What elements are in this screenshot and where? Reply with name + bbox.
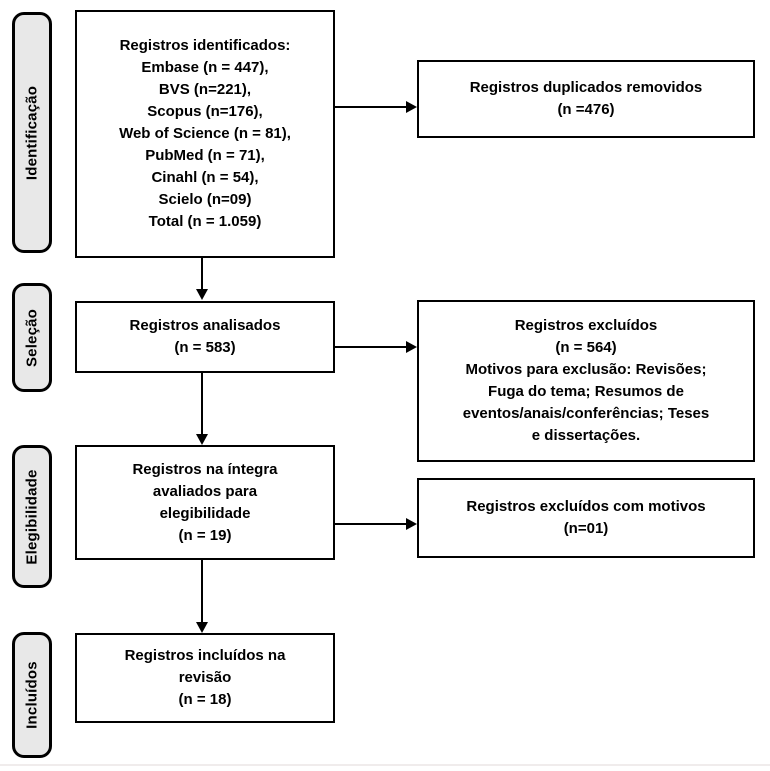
stage-label-selecao: Seleção [12,283,52,392]
arrow-fulltext-to-excluded-line [335,523,407,525]
stage-label-incluidos: Incluídos [12,632,52,758]
box-records-identified: Registros identificados: Embase (n = 447… [75,10,335,258]
box-records-screened: Registros analisados (n = 583) [75,301,335,373]
stage-label-selecao-text: Seleção [23,308,41,367]
arrow-identified-to-duplicates-head [406,101,417,113]
arrow-identified-to-screened-line [201,258,203,290]
stage-label-elegibilidade-text: Elegibilidade [23,468,41,565]
arrow-screened-to-excluded-line [335,346,407,348]
arrow-screened-to-excluded-head [406,341,417,353]
arrow-identified-to-duplicates-line [335,106,407,108]
box-records-included: Registros incluídos na revisão (n = 18) [75,633,335,723]
box-records-excluded: Registros excluídos (n = 564) Motivos pa… [417,300,755,462]
arrow-screened-to-fulltext-head [196,434,208,445]
arrow-identified-to-screened-head [196,289,208,300]
stage-label-incluidos-text: Incluídos [23,661,41,729]
stage-label-identificacao: Identificação [12,12,52,253]
box-excluded-with-reasons: Registros excluídos com motivos (n=01) [417,478,755,558]
arrow-fulltext-to-included-line [201,560,203,623]
arrow-fulltext-to-excluded-head [406,518,417,530]
box-duplicates-removed: Registros duplicados removidos (n =476) [417,60,755,138]
bottom-divider [0,764,770,766]
box-fulltext-assessed: Registros na íntegra avaliados para eleg… [75,445,335,560]
arrow-screened-to-fulltext-line [201,373,203,435]
stage-label-elegibilidade: Elegibilidade [12,445,52,588]
arrow-fulltext-to-included-head [196,622,208,633]
stage-label-identificacao-text: Identificação [23,85,41,180]
